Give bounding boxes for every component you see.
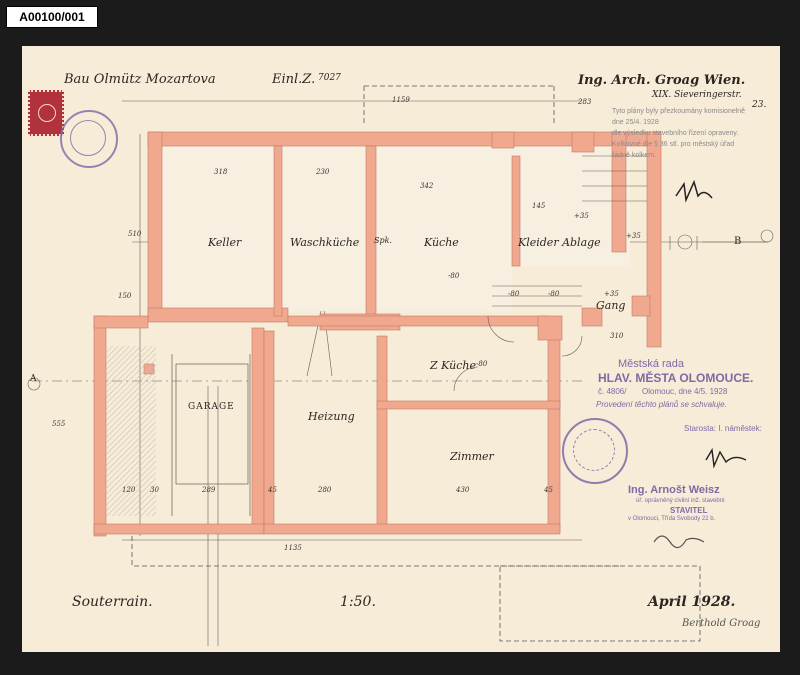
- dim-283: 283: [578, 98, 592, 106]
- dim-310: 310: [610, 332, 624, 340]
- builder-role: STAVITEL: [670, 506, 708, 515]
- approval-line1: Tyto plány byly přezkoumány komisionelně: [612, 108, 746, 115]
- architect-signature: Berthold Groag: [682, 618, 761, 629]
- builder-name: Ing. Arnošt Weisz: [628, 484, 720, 496]
- level-080d: -80: [476, 360, 488, 368]
- revenue-stamp: [28, 90, 64, 136]
- level-title: Souterrain.: [72, 594, 153, 610]
- dim-280: 280: [318, 486, 332, 494]
- room-zkueche: Z Küche: [430, 359, 476, 372]
- approval-ref: č. 4806/: [598, 387, 627, 396]
- level-035c: +35: [604, 290, 619, 298]
- room-garage: GARAGE: [188, 402, 235, 412]
- dim-430: 430: [456, 486, 470, 494]
- architect-address-no: 23.: [752, 100, 767, 110]
- builder-title: úř. oprávněný civilní inž. stavební: [636, 498, 725, 504]
- level-080a: -80: [448, 272, 460, 280]
- room-gang: Gang: [596, 299, 626, 312]
- deputy-signature: [705, 447, 747, 469]
- section-b-marker: B: [734, 236, 742, 247]
- room-kueche: Küche: [424, 236, 459, 249]
- dim-342: 342: [420, 182, 434, 190]
- scale-label: 1:50.: [340, 594, 376, 610]
- room-heizung: Heizung: [308, 410, 355, 423]
- date-label: April 1928.: [648, 594, 736, 610]
- dim-120: 120: [122, 486, 136, 494]
- deputy-label: Starosta: I. náměstek:: [684, 424, 762, 433]
- approval-line2: dne 25/4. 1928: [612, 119, 659, 126]
- section-a-marker: A: [30, 374, 37, 384]
- drawing-sheet: Bau Olmütz Mozartova Einl.Z. 7027 Ing. A…: [22, 46, 780, 652]
- room-spk: Spk.: [374, 236, 392, 245]
- einl-label: Einl.Z.: [272, 72, 316, 87]
- approval-line4: Kolkovné dle § 36 stl. pro městský úřad: [612, 141, 735, 148]
- builder-signature: [653, 535, 705, 549]
- municipal-seal: [562, 418, 628, 484]
- garage-bay: [171, 354, 251, 516]
- room-fills: [162, 146, 630, 311]
- einl-number: 7027: [318, 73, 341, 83]
- room-kleiderablage: Kleider Ablage: [518, 236, 601, 249]
- dim-30: 30: [150, 486, 159, 494]
- level-080b: -80: [508, 290, 520, 298]
- dim-145: 145: [532, 202, 546, 210]
- dim-top-total: 1159: [392, 96, 410, 104]
- room-keller: Keller: [208, 236, 242, 249]
- room-zimmer: Zimmer: [450, 450, 494, 463]
- builder-address: v Olomouci, Třída Svobody 22 b.: [628, 516, 716, 522]
- architect-name: Ing. Arch. Groag Wien.: [578, 73, 746, 88]
- walls: [93, 131, 662, 537]
- approval-line5: řádně kolkem.: [612, 152, 656, 159]
- room-waschkueche: Waschküche: [290, 236, 360, 249]
- approval-statement: Provedení těchto plánů se schvaluje.: [596, 400, 727, 409]
- dim-150: 150: [118, 292, 132, 300]
- dim-230: 230: [316, 168, 330, 176]
- approval-signature-top: [675, 179, 713, 203]
- round-office-stamp: [60, 110, 118, 168]
- city-council-title: Městská rada: [618, 358, 685, 370]
- project-title: Bau Olmütz Mozartova: [64, 72, 216, 87]
- architect-address: XIX. Sieveringerstr.: [652, 90, 742, 100]
- dim-510: 510: [128, 230, 142, 238]
- door-arcs: [453, 315, 583, 392]
- city-name: HLAV. MĚSTA OLOMOUCE.: [598, 371, 754, 385]
- level-080c: -80: [548, 290, 560, 298]
- floor-plan: [27, 85, 774, 646]
- dashed-outlines: [131, 85, 701, 642]
- dim-45a: 45: [268, 486, 277, 494]
- stair-lines: [492, 155, 647, 307]
- dim-289: 289: [202, 486, 216, 494]
- level-035b: +35: [626, 232, 641, 240]
- level-035a: +35: [574, 212, 589, 220]
- dim-45b: 45: [544, 486, 553, 494]
- dim-318: 318: [214, 168, 228, 176]
- dim-bottom-total: 1135: [284, 544, 302, 552]
- approval-line3: dle výsledku stavebního řízení opraveny.: [612, 130, 739, 137]
- dim-555: 555: [52, 420, 66, 428]
- stair-hatch: [106, 346, 156, 516]
- catalog-id-label: A00100/001: [6, 6, 98, 28]
- approval-date: Olomouc, dne 4/5. 1928: [642, 387, 728, 396]
